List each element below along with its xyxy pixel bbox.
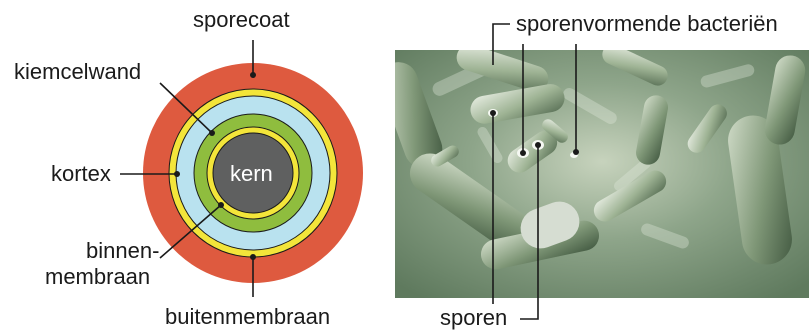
label-kortex: kortex: [51, 163, 111, 185]
label-sporecoat: sporecoat: [193, 9, 290, 31]
label-sporenvormende-bacterien: sporenvormende bacteriën: [516, 13, 778, 35]
label-binnenmembraan-line2: membraan: [45, 266, 150, 288]
bacteria-photo: [374, 41, 809, 298]
label-buitenmembraan: buitenmembraan: [165, 306, 330, 328]
label-kiemcelwand: kiemcelwand: [14, 61, 141, 83]
label-sporen: sporen: [440, 307, 507, 329]
label-kern: kern: [230, 163, 273, 185]
label-binnenmembraan-line1: binnen-: [86, 240, 159, 262]
